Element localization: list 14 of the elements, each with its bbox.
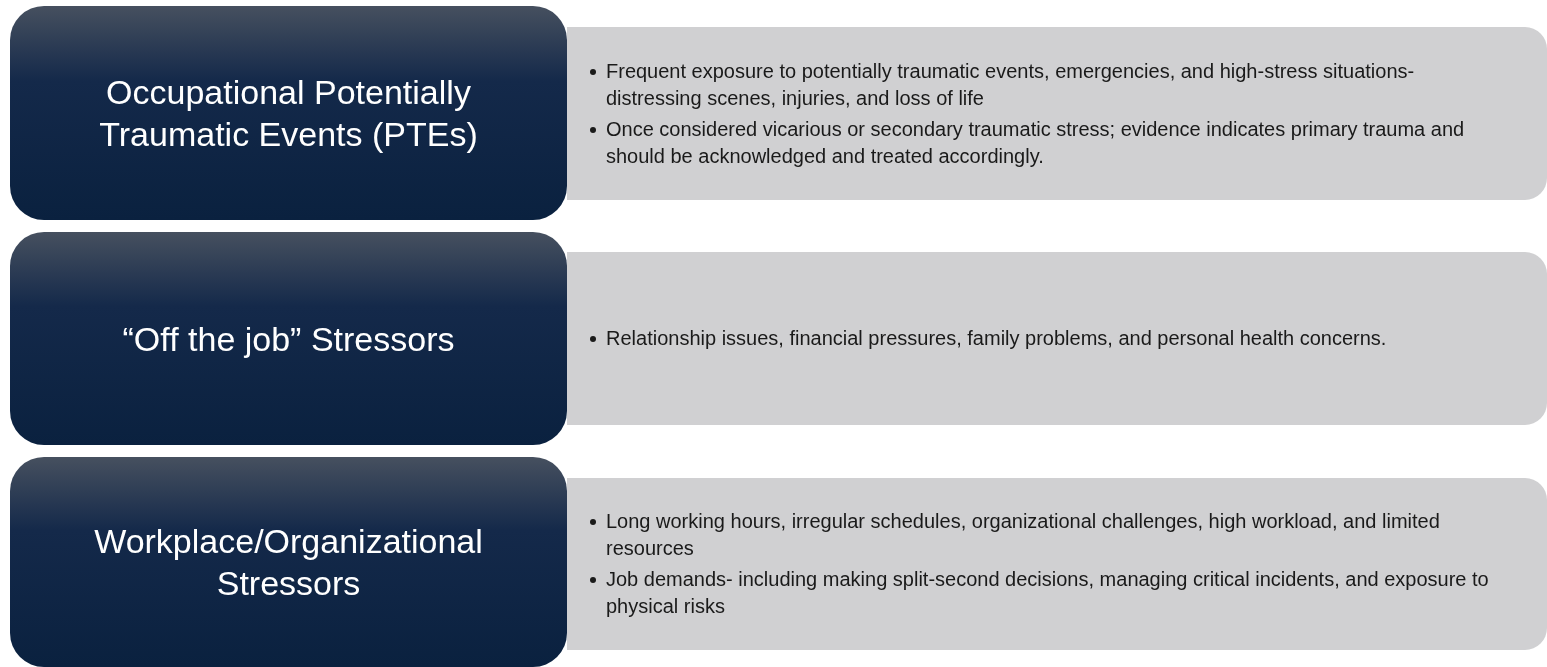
category-box xyxy=(10,457,567,667)
bullet-text: Once considered vicarious or secondary traumatic stress; evidence indicates primary trauma and should be acknowledged and treated accordingly. xyxy=(606,116,1466,169)
description-panel xyxy=(567,252,1547,425)
description-panel xyxy=(567,478,1547,650)
bullet-text: Relationship issues, financial pressures, family problems, and personal health concerns. xyxy=(606,326,1387,351)
category-box xyxy=(10,6,567,220)
category-box xyxy=(10,232,567,445)
bullet-text: Job demands- including making split-second decisions, managing critical incidents, and exposure to physical risks xyxy=(606,567,1490,619)
bullet-text: Long working hours, irregular schedules, organizational challenges, high workload, and limited resources xyxy=(606,509,1441,561)
category-heading: “Off the job” Stressors xyxy=(122,318,455,360)
bullet-text: Frequent exposure to potentially traumatic events, emergencies, and high-stress situations- distressing scenes, injuries, and loss of life xyxy=(606,58,1416,111)
category-heading: Workplace/Organizational Stressors xyxy=(93,521,484,604)
description-panel xyxy=(567,27,1547,200)
category-heading: Occupational Potentially Traumatic Events (PTEs) xyxy=(98,72,479,155)
